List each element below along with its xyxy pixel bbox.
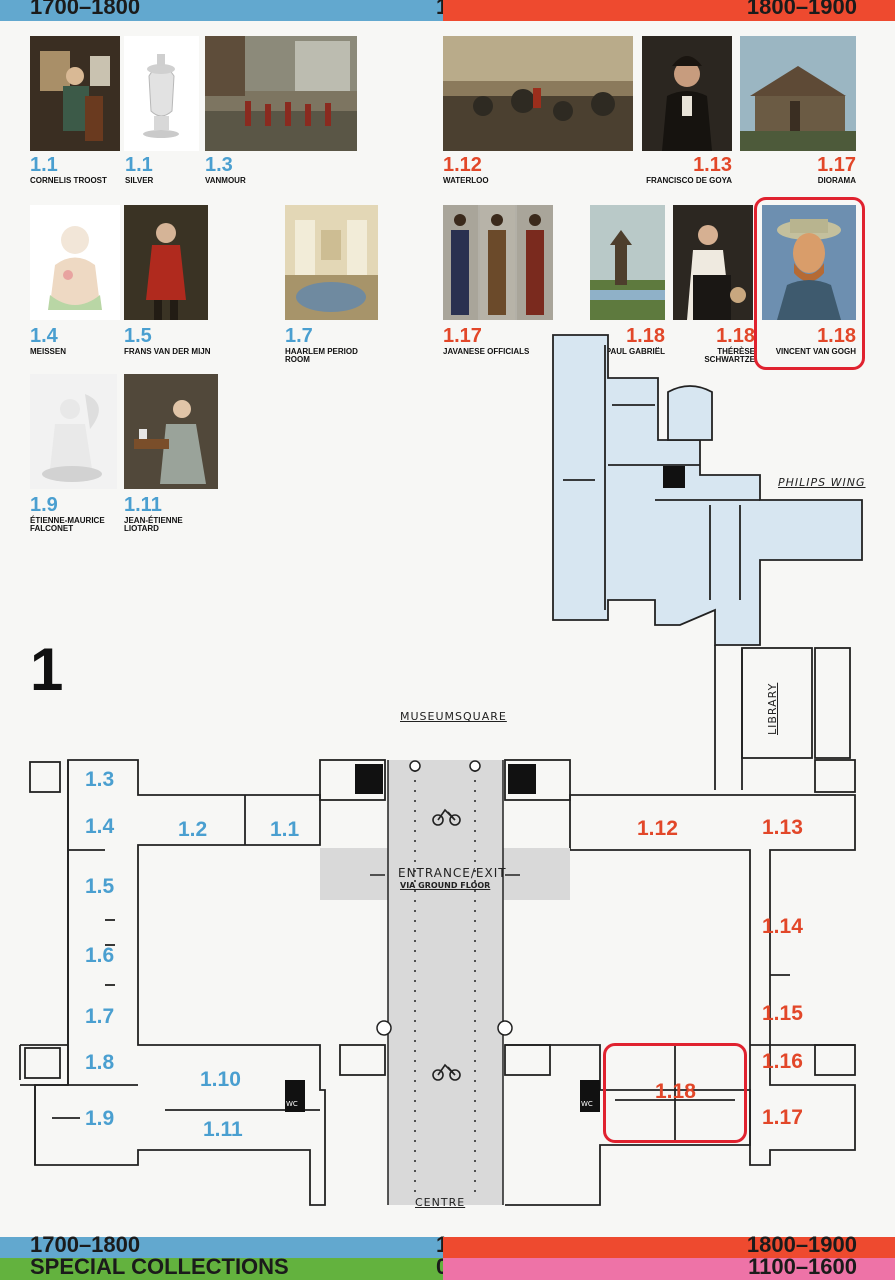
room-1-17[interactable]: 1.17 — [762, 1106, 803, 1129]
via-ground-floor-label: VIA GROUND FLOOR — [400, 881, 491, 890]
floor-number: 1 — [30, 636, 64, 703]
room-1-14[interactable]: 1.14 — [762, 915, 803, 938]
room-1-1[interactable]: 1.1 — [270, 818, 300, 841]
room-1-15[interactable]: 1.15 — [762, 1002, 803, 1025]
entrance-label: ENTRANCE/EXIT — [398, 866, 507, 880]
thumb-liotard[interactable] — [124, 374, 218, 489]
room-1-11[interactable]: 1.11 — [203, 1118, 243, 1141]
thumb-javanese-officials[interactable] — [443, 205, 553, 320]
room-1-9[interactable]: 1.9 — [85, 1107, 115, 1130]
thumb-waterloo[interactable] — [443, 36, 633, 151]
philips-wing-label: PHILIPS WING — [778, 476, 866, 489]
thumb-diorama[interactable] — [740, 36, 856, 151]
bottom-band-1-right: 1800–1900 — [443, 1232, 895, 1258]
thumb-therese-schwartze[interactable] — [673, 205, 753, 320]
top-band-right: 1800–1900 — [443, 0, 895, 21]
thumb-silver[interactable] — [124, 36, 199, 151]
thumb-frans-van-der-mijn[interactable] — [124, 205, 208, 320]
room-1-5[interactable]: 1.5 — [85, 875, 115, 898]
thumb-haarlem-period-room[interactable] — [285, 205, 378, 320]
room-1-6[interactable]: 1.6 — [85, 944, 115, 967]
bottom-band-2-right: 1100–1600 — [443, 1254, 895, 1280]
room-1-10[interactable]: 1.10 — [200, 1068, 241, 1091]
room-1-8[interactable]: 1.8 — [85, 1051, 115, 1074]
room-1-3[interactable]: 1.3 — [85, 768, 115, 791]
bottom-band-2-left: SPECIAL COLLECTIONS0 — [0, 1254, 448, 1280]
thumb-falconet[interactable] — [30, 374, 117, 489]
wc-right-icon: WC — [581, 1100, 593, 1108]
thumb-vanmour[interactable] — [205, 36, 357, 151]
thumb-cornelis-troost[interactable] — [30, 36, 120, 151]
thumb-paul-gabriel[interactable] — [590, 205, 665, 320]
room-1-16[interactable]: 1.16 — [762, 1050, 803, 1073]
library-label: LIBRARY — [766, 682, 779, 735]
centre-label: CENTRE — [415, 1196, 466, 1209]
thumb-vincent-van-gogh[interactable] — [762, 205, 856, 320]
room-1-12[interactable]: 1.12 — [637, 817, 678, 840]
room-118-highlight — [603, 1043, 747, 1143]
room-1-18[interactable]: 1.18 — [655, 1080, 696, 1103]
room-1-13[interactable]: 1.13 — [762, 816, 803, 839]
thumb-meissen[interactable] — [30, 205, 120, 320]
thumb-francisco-de-goya[interactable] — [642, 36, 732, 151]
van-gogh-highlight — [754, 197, 865, 370]
room-1-2[interactable]: 1.2 — [178, 818, 208, 841]
room-1-4[interactable]: 1.4 — [85, 815, 115, 838]
wc-left-icon: WC — [286, 1100, 298, 1108]
museumsquare-label: MUSEUMSQUARE — [400, 710, 507, 723]
room-1-7[interactable]: 1.7 — [85, 1005, 115, 1028]
